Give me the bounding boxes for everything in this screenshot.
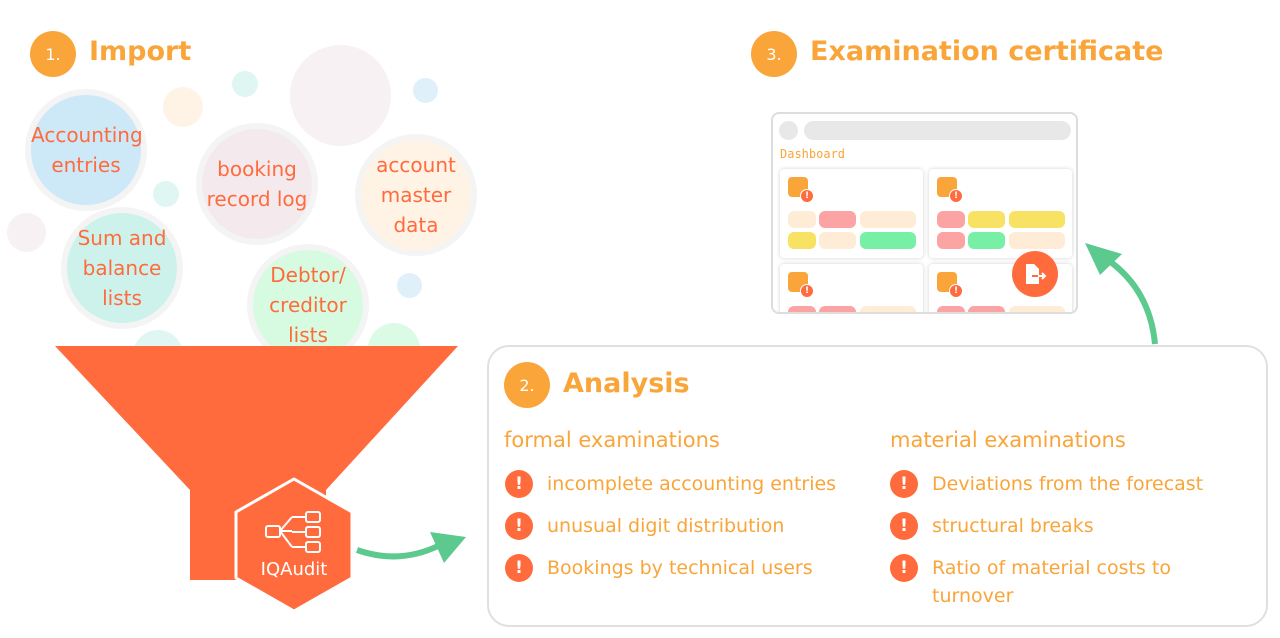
- dashboard-label: Dashboard: [780, 147, 846, 161]
- arrow-head: [1085, 243, 1122, 275]
- material-item: ! Ratio of material costs to turnover: [890, 554, 1220, 610]
- item-label: unusual digit distribution: [547, 515, 785, 537]
- warning-icon: !: [890, 470, 918, 498]
- formal-item: ! unusual digit distribution: [505, 512, 784, 540]
- iqaudit-hexagon: [234, 477, 354, 613]
- formal-heading: formal examinations: [504, 428, 720, 452]
- decor-bubble: [232, 71, 258, 97]
- file-export-icon: [1026, 264, 1047, 284]
- certificate-title: Examination certificate: [810, 36, 1164, 67]
- item-label: structural breaks: [932, 515, 1094, 537]
- decor-bubble: [153, 181, 179, 207]
- source-booking-record-log: booking record log: [196, 123, 318, 245]
- iqaudit-label: IQAudit: [260, 559, 328, 580]
- decor-bubble: [7, 213, 46, 252]
- arrow-to-certificate: [1106, 257, 1158, 345]
- tree-icon: [265, 511, 321, 553]
- source-label: Debtor/ creditor lists: [269, 263, 347, 347]
- funnel: [55, 346, 458, 580]
- source-label: account master data: [376, 153, 456, 237]
- decor-bubble: [413, 78, 438, 103]
- source-account-master-data: account master data: [355, 134, 477, 256]
- decor-bubble: [163, 87, 203, 127]
- material-item: ! Deviations from the forecast: [890, 470, 1203, 498]
- warning-icon: !: [800, 189, 814, 203]
- material-heading: material examinations: [890, 428, 1126, 452]
- dashboard-preview: Dashboard ! ! ! !: [771, 112, 1078, 314]
- item-label: Deviations from the forecast: [932, 473, 1204, 495]
- warning-icon: !: [890, 512, 918, 540]
- arrow-to-analysis: [356, 542, 442, 560]
- warning-icon: !: [890, 554, 918, 582]
- source-label: Accounting entries: [31, 123, 143, 177]
- material-item: ! structural breaks: [890, 512, 1094, 540]
- analysis-panel: [487, 345, 1268, 627]
- avatar: [779, 121, 798, 140]
- step-number-2: 2.: [504, 362, 550, 408]
- warning-icon: !: [505, 512, 533, 540]
- export-document-button[interactable]: [1012, 251, 1058, 297]
- analysis-title: Analysis: [563, 368, 690, 399]
- source-debtor-creditor-lists: Debtor/ creditor lists: [247, 244, 369, 366]
- warning-icon: !: [949, 189, 963, 203]
- formal-item: ! incomplete accounting entries: [505, 470, 836, 498]
- decor-bubble: [397, 273, 422, 298]
- step-number-1: 1.: [30, 31, 76, 77]
- warning-icon: !: [949, 284, 963, 298]
- item-label: incomplete accounting entries: [547, 473, 837, 495]
- item-label: Ratio of material costs to turnover: [932, 557, 1171, 607]
- warning-icon: !: [505, 470, 533, 498]
- source-label: Sum and balance lists: [77, 226, 167, 310]
- search-bar: [804, 121, 1071, 140]
- dashboard-card: !: [929, 169, 1072, 258]
- decor-bubble: [290, 45, 391, 146]
- source-accounting-entries: Accounting entries: [25, 89, 147, 211]
- arrow-head: [430, 532, 466, 563]
- step-number-3: 3.: [751, 31, 797, 77]
- dashboard-card: !: [780, 264, 923, 312]
- warning-icon: !: [800, 284, 814, 298]
- source-label: booking record log: [206, 157, 308, 211]
- import-title: Import: [89, 36, 192, 67]
- formal-item: ! Bookings by technical users: [505, 554, 813, 582]
- dashboard-card: !: [780, 169, 923, 258]
- source-sum-balance-lists: Sum and balance lists: [61, 207, 183, 329]
- warning-icon: !: [505, 554, 533, 582]
- item-label: Bookings by technical users: [547, 557, 813, 579]
